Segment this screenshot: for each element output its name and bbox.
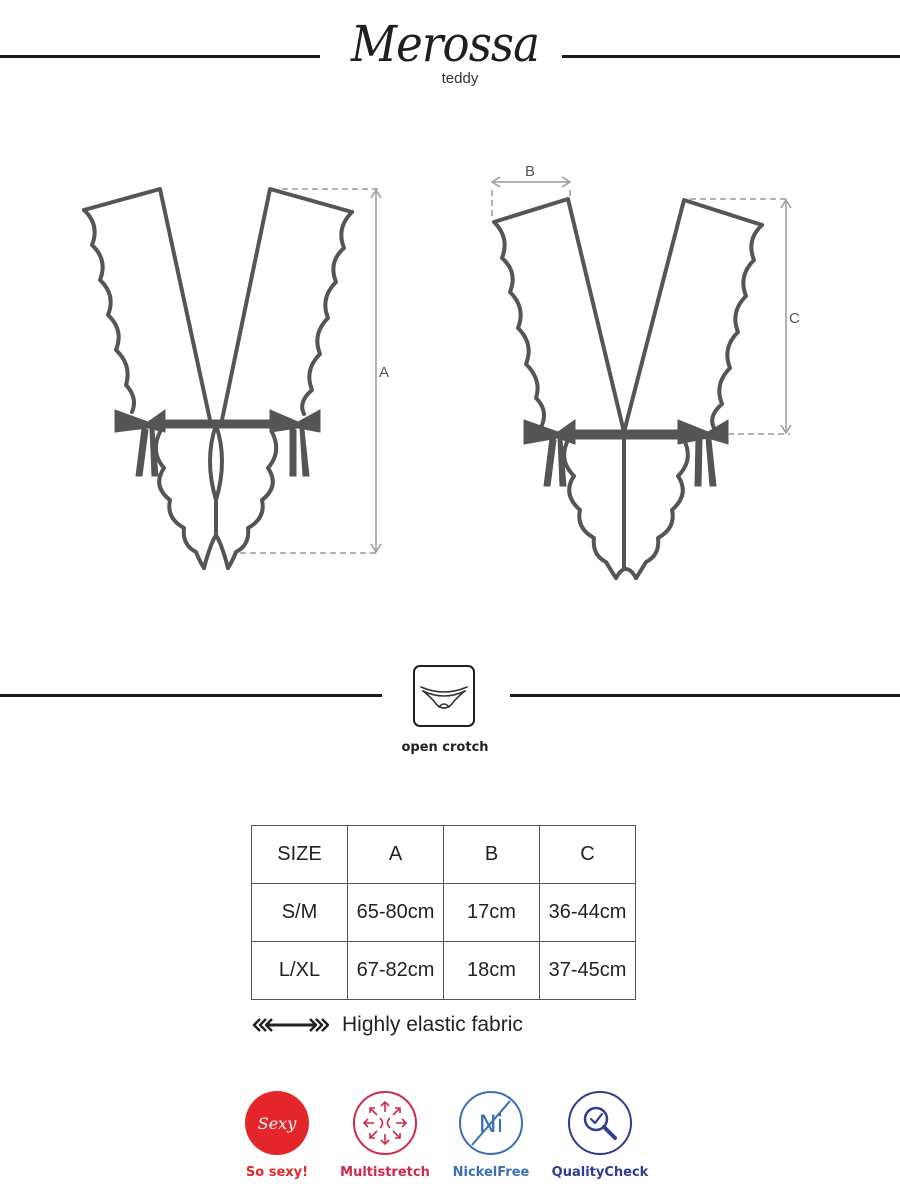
quality-check-icon: [568, 1091, 632, 1155]
value-cell: 18cm: [443, 941, 540, 1000]
dimension-a-label: A: [379, 364, 389, 381]
value-cell: 17cm: [443, 883, 540, 942]
brand-header: Merossa teddy: [330, 12, 560, 87]
feature-rule-left: [0, 694, 382, 697]
value-cell: 67-82cm: [347, 941, 444, 1000]
badge-label: So sexy!: [245, 1165, 309, 1180]
badge-label: Multistretch: [340, 1165, 430, 1180]
stretch-arrows-icon: [252, 1018, 330, 1032]
value-cell: 36-44cm: [539, 883, 636, 942]
header-rule-right: [562, 55, 900, 58]
header-cell: C: [539, 825, 636, 884]
dimension-c-label: C: [789, 310, 800, 327]
size-cell: S/M: [251, 883, 348, 942]
open-crotch-label: open crotch: [401, 740, 489, 755]
header-cell: A: [347, 825, 444, 884]
value-cell: 65-80cm: [347, 883, 444, 942]
badge-label: QualityCheck: [551, 1165, 649, 1180]
value-cell: 37-45cm: [539, 941, 636, 1000]
size-table-header: SIZE A B C: [251, 825, 636, 884]
front-view-diagram: A: [82, 187, 389, 570]
badge-nickelfree: Ni NickelFree: [436, 1090, 546, 1180]
table-row: L/XL 67-82cm 18cm 37-45cm: [251, 941, 636, 1000]
header-rule-left: [0, 55, 320, 58]
size-cell: L/XL: [251, 941, 348, 1000]
open-crotch-feature: [413, 665, 475, 727]
badge-label: NickelFree: [452, 1165, 530, 1180]
elastic-fabric-note: Highly elastic fabric: [252, 1010, 523, 1040]
table-row: S/M 65-80cm 17cm 36-44cm: [251, 883, 636, 942]
size-table: SIZE A B C S/M 65-80cm 17cm 36-44cm L/XL…: [251, 825, 636, 1000]
brand-name: Merossa: [350, 15, 540, 73]
sexy-icon: Sexy: [245, 1091, 309, 1155]
badge-multistretch: Multistretch: [330, 1090, 440, 1180]
header-cell: B: [443, 825, 540, 884]
elastic-fabric-label: Highly elastic fabric: [342, 1013, 523, 1036]
badge-so-sexy: Sexy So sexy!: [222, 1090, 332, 1180]
multistretch-icon: [353, 1091, 417, 1155]
header-cell: SIZE: [251, 825, 348, 884]
nickel-free-icon: Ni: [459, 1091, 523, 1155]
feature-rule-right: [510, 694, 900, 697]
panty-icon: [420, 686, 468, 709]
back-view-diagram: B C: [490, 163, 800, 580]
sexy-icon-text: Sexy: [258, 1114, 297, 1133]
product-type: teddy: [441, 70, 479, 87]
badge-qualitycheck: QualityCheck: [545, 1090, 655, 1180]
dimension-b-label: B: [525, 163, 535, 180]
